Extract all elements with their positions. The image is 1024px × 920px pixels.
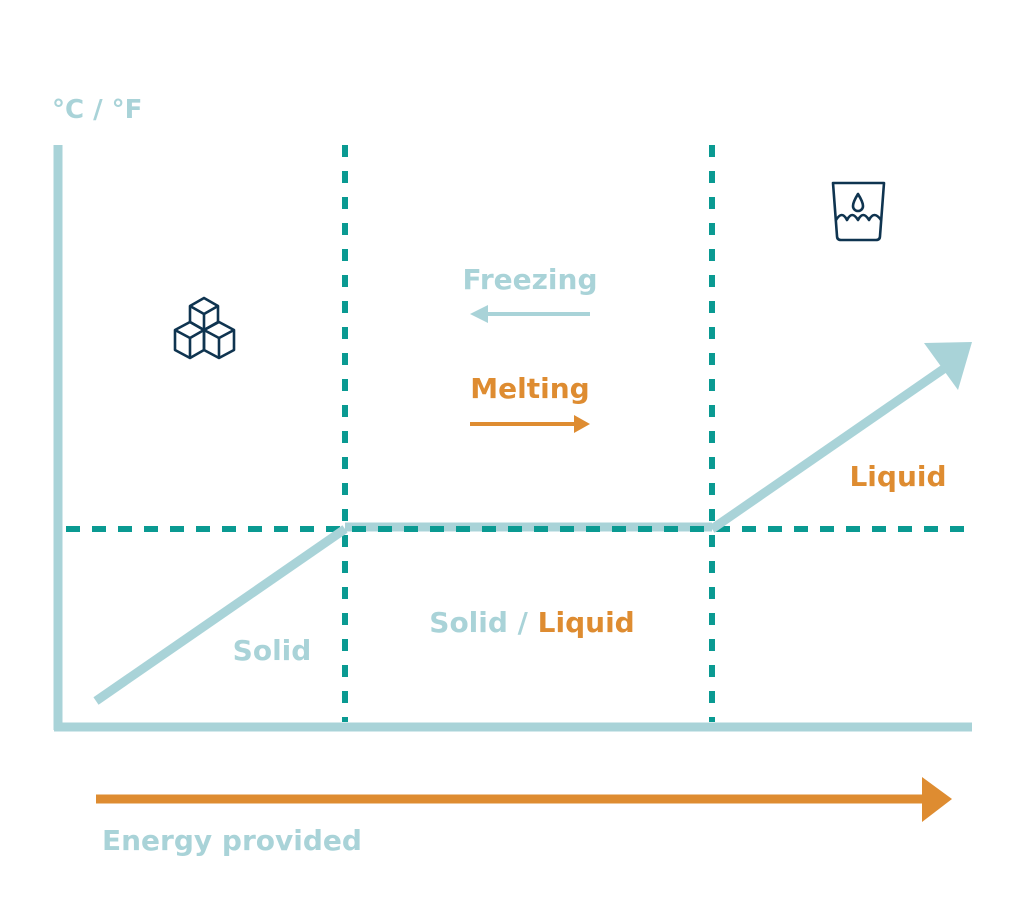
transition-phase-label: Solid / Liquid	[429, 606, 634, 639]
liquid-arrowhead	[924, 342, 972, 390]
liquid-phase-label: Liquid	[849, 460, 946, 493]
freezing-arrowhead	[470, 305, 488, 323]
melting-arrowhead	[574, 415, 590, 433]
ice-cubes-icon	[173, 296, 236, 360]
x-axis-label: Energy provided	[102, 824, 362, 857]
solid-phase-label: Solid	[233, 634, 312, 667]
liquid-heating-line	[709, 364, 948, 533]
transition-liquid-text: Liquid	[538, 606, 635, 639]
freezing-label: Freezing	[463, 263, 598, 296]
solid-heating-line	[93, 525, 348, 705]
melting-label: Melting	[470, 372, 589, 405]
transition-solid-text: Solid	[429, 606, 508, 639]
water-glass-icon	[831, 181, 886, 242]
y-axis-label: °C / °F	[52, 95, 142, 125]
transition-separator: /	[508, 606, 538, 639]
energy-arrowhead	[922, 777, 952, 822]
